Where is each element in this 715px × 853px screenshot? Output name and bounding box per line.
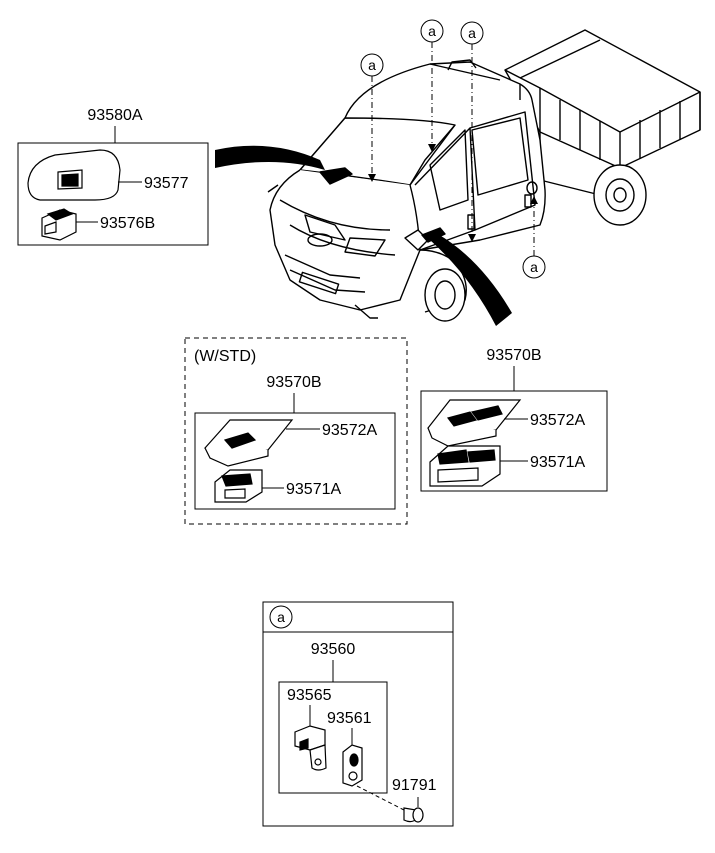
door-switch-marker — [421, 227, 446, 243]
std-variant-group: (W/STD) 93570B 93572A 93571A — [184, 337, 408, 525]
assembly-label: 93580A — [87, 107, 142, 124]
switch-part-illustration — [429, 445, 501, 487]
detail-marker: a — [277, 609, 285, 625]
parts-box — [420, 390, 608, 492]
parts-box — [194, 412, 396, 510]
switch-group-front: 93580A 93577 93576B — [17, 107, 209, 246]
assembly-label: 93560 — [311, 641, 356, 658]
part-label: 93561 — [327, 710, 372, 727]
callout-leaders — [368, 42, 538, 256]
parts-box — [17, 142, 209, 246]
switch-part-illustration — [214, 469, 263, 503]
callout-marker-1: a — [360, 53, 384, 77]
part-label: 93571A — [286, 481, 341, 498]
part-label: 93572A — [322, 422, 377, 439]
detail-marker-circle — [269, 605, 293, 629]
svg-text:a: a — [530, 259, 538, 275]
cover-part-illustration — [204, 419, 294, 467]
variant-title: (W/STD) — [194, 348, 256, 365]
door-switch-marker — [319, 167, 353, 185]
cover-part-illustration — [27, 149, 121, 201]
rear-wheel — [593, 164, 647, 226]
svg-text:a: a — [468, 25, 476, 41]
door-switch-part-illustration — [342, 744, 363, 787]
parts-box — [278, 681, 388, 794]
detail-a-group: a 93560 93565 93561 91791 — [262, 601, 454, 827]
curved-arrow-right — [430, 233, 512, 326]
dashed-frame — [184, 337, 408, 525]
detail-frame — [262, 601, 454, 827]
curved-arrow-left — [215, 145, 325, 170]
part-label: 91791 — [392, 777, 437, 794]
switch-group-rear: 93570B 93572A 93571A — [420, 347, 608, 492]
switch-part-illustration — [41, 208, 77, 241]
cover-part-illustration — [427, 399, 522, 447]
svg-text:a: a — [428, 23, 436, 39]
cab-body — [267, 59, 546, 322]
callout-marker-3: a — [460, 21, 484, 45]
part-label: 93571A — [530, 454, 585, 471]
assembly-label: 93570B — [266, 374, 321, 391]
screw-illustration — [403, 807, 424, 823]
door-switch-part-illustration — [294, 725, 327, 771]
truck-illustration — [267, 29, 701, 322]
svg-text:a: a — [368, 57, 376, 73]
callout-marker-2: a — [420, 19, 444, 43]
part-label: 93572A — [530, 412, 585, 429]
part-label: 93577 — [144, 175, 189, 192]
part-label: 93565 — [287, 687, 332, 704]
assembly-label: 93570B — [486, 347, 541, 364]
callout-marker-4: a — [522, 255, 546, 279]
part-label: 93576B — [100, 215, 155, 232]
